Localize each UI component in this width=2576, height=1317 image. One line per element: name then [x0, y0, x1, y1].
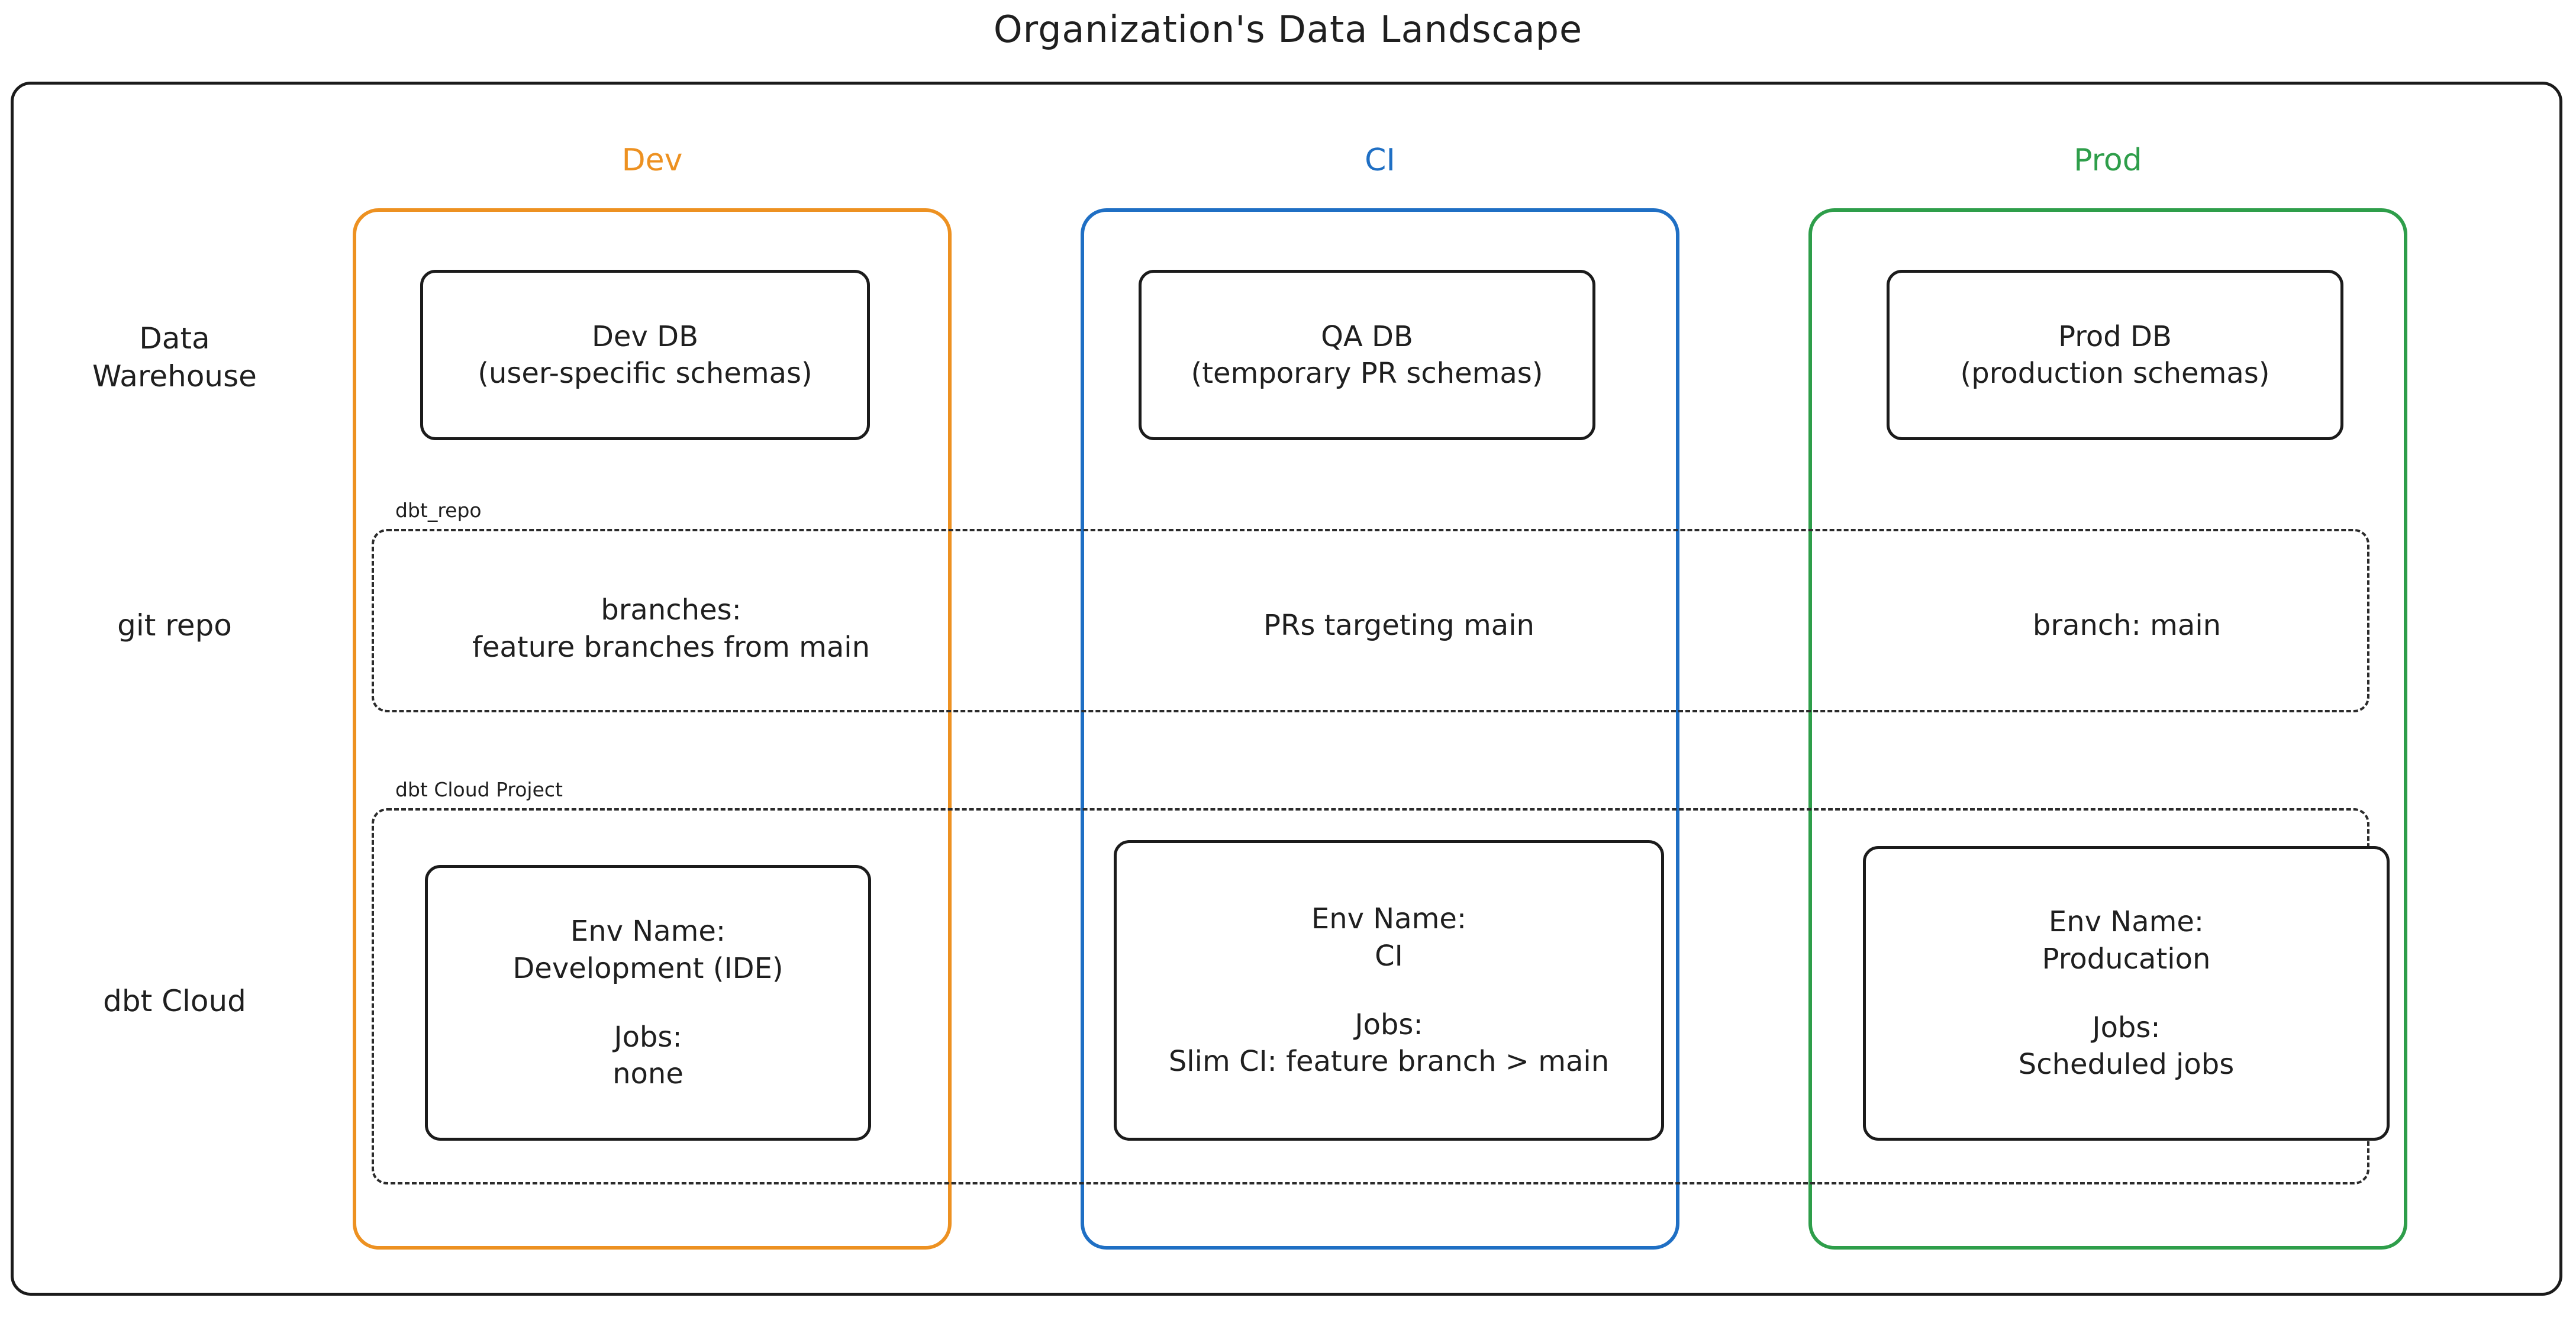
card-dev-db-name: Dev DB: [591, 319, 699, 353]
row-label-dbt-cloud: dbt Cloud: [103, 984, 246, 1018]
card-dbt-env-prod-name-label: Env Name:: [2048, 905, 2204, 939]
card-dbt-env-ci-name-value: CI: [1375, 939, 1403, 973]
card-dbt-env-dev-name-value: Development (IDE): [512, 951, 784, 985]
card-dbt-env-ci: Env Name: CI Jobs: Slim CI: feature bran…: [1114, 840, 1664, 1141]
env-column-ci: [1081, 208, 1679, 1250]
git-cell-prod: branch: main: [2032, 609, 2222, 642]
group-dbt-repo: [372, 529, 2369, 712]
row-label-git-repo: git repo: [117, 608, 232, 643]
git-cell-ci: PRs targeting main: [1263, 609, 1534, 642]
card-dbt-env-ci-name-label: Env Name:: [1311, 902, 1467, 936]
group-dbt-repo-label: dbt_repo: [389, 501, 488, 520]
card-dev-db: Dev DB (user-specific schemas): [420, 270, 870, 440]
card-qa-db-name: QA DB: [1321, 319, 1413, 353]
column-header-ci: CI: [1365, 143, 1395, 178]
column-header-prod: Prod: [2074, 143, 2142, 178]
card-qa-db: QA DB (temporary PR schemas): [1139, 270, 1595, 440]
row-label-data-warehouse: Data Warehouse: [92, 321, 257, 393]
page-title: Organization's Data Landscape: [993, 8, 1583, 51]
column-header-dev: Dev: [621, 143, 683, 178]
card-prod-db-detail: (production schemas): [1960, 357, 2270, 390]
card-dbt-env-dev-jobs-value: none: [612, 1057, 684, 1091]
card-dbt-env-dev-name-label: Env Name:: [570, 915, 726, 948]
card-prod-db: Prod DB (production schemas): [1887, 270, 2343, 440]
git-cell-dev: branches: feature branches from main: [472, 593, 871, 664]
card-dbt-env-ci-jobs-value: Slim CI: feature branch > main: [1168, 1045, 1610, 1079]
env-column-prod: [1808, 208, 2407, 1250]
card-dbt-env-prod-name-value: Producation: [2042, 942, 2211, 976]
card-dbt-env-dev-jobs-label: Jobs:: [614, 1021, 682, 1054]
card-dbt-env-prod-jobs-value: Scheduled jobs: [2018, 1048, 2235, 1082]
env-column-dev: [353, 208, 952, 1250]
organization-boundary: [11, 82, 2562, 1296]
card-dbt-env-ci-jobs-label: Jobs:: [1355, 1008, 1423, 1041]
card-dbt-env-prod-jobs-label: Jobs:: [2092, 1011, 2161, 1044]
card-prod-db-name: Prod DB: [2058, 319, 2172, 353]
card-dbt-env-dev: Env Name: Development (IDE) Jobs: none: [425, 865, 871, 1141]
card-qa-db-detail: (temporary PR schemas): [1191, 357, 1543, 390]
group-dbt-cloud-project-label: dbt Cloud Project: [389, 780, 569, 799]
card-dev-db-detail: (user-specific schemas): [478, 357, 813, 390]
card-dbt-env-prod: Env Name: Producation Jobs: Scheduled jo…: [1863, 846, 2390, 1141]
